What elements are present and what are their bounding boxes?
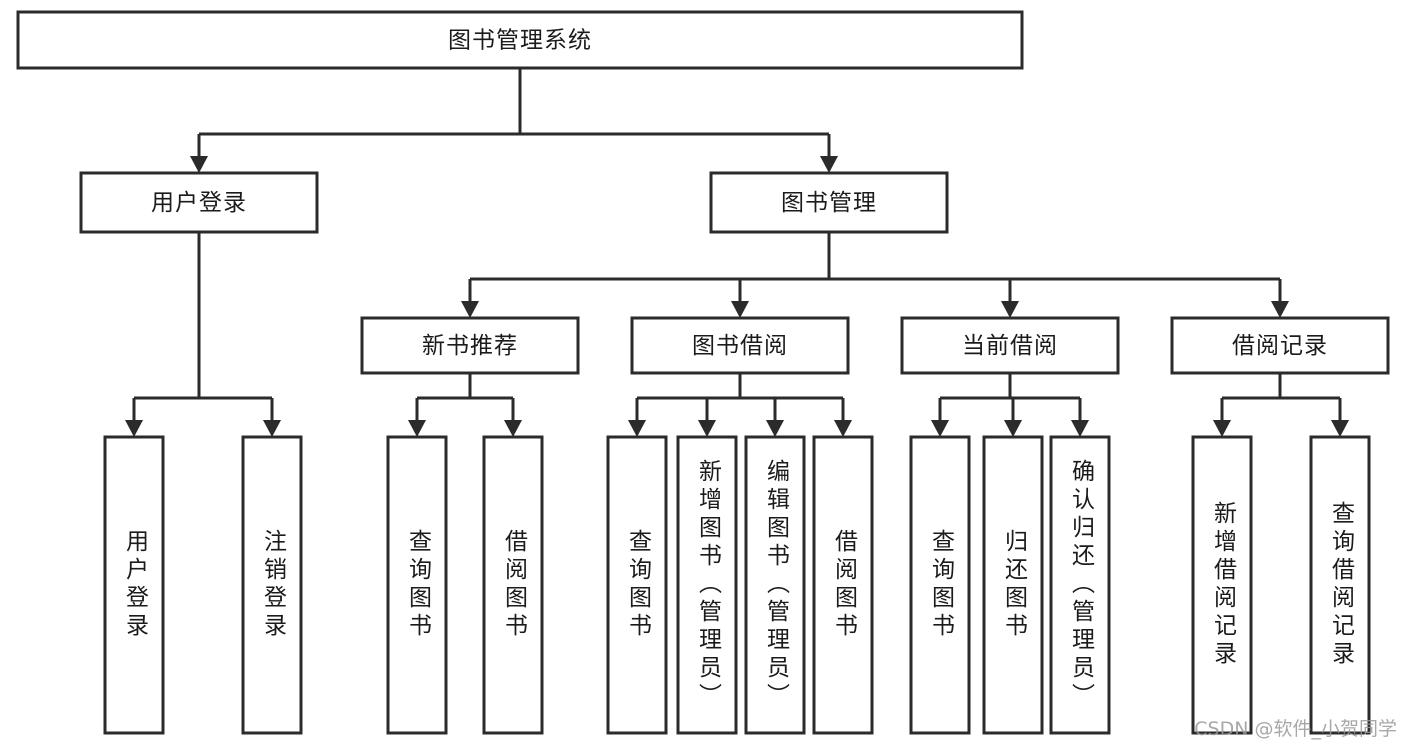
arrow-head [408, 420, 426, 437]
node-box-new-book-recommend[interactable] [360, 316, 580, 375]
node-label-book-management: 图书管理 [781, 190, 877, 216]
node-box-leaf-user-login[interactable] [103, 435, 165, 735]
arrow-head [1071, 420, 1089, 437]
arrow-head [766, 420, 784, 437]
node-box-leaf-confirm-return-admin[interactable] [1049, 435, 1111, 735]
arrow-head [504, 420, 522, 437]
node-box-root[interactable] [16, 10, 1024, 70]
arrow-head [1213, 420, 1231, 437]
node-box-user-login[interactable] [79, 171, 319, 234]
node-box-book-borrow[interactable] [630, 316, 850, 375]
node-box-leaf-query-borrow-record[interactable] [1309, 435, 1371, 735]
csdn-watermark: CSDN @软件_小贺同学 [1194, 718, 1397, 740]
node-box-leaf-add-book-admin[interactable] [676, 435, 738, 735]
node-box-leaf-borrow-book-2[interactable] [812, 435, 874, 735]
node-box-leaf-query-book-3[interactable] [909, 435, 971, 735]
arrow-head [263, 420, 281, 437]
arrow-head [731, 301, 749, 318]
boxes-layer [16, 10, 1390, 735]
node-box-book-management[interactable] [709, 171, 949, 234]
node-label-root: 图书管理系统 [448, 28, 592, 54]
node-label-new-book-recommend: 新书推荐 [422, 333, 518, 359]
node-box-leaf-add-borrow-record[interactable] [1191, 435, 1253, 735]
node-box-leaf-logout[interactable] [241, 435, 303, 735]
arrow-head [820, 156, 838, 173]
node-box-leaf-return-book[interactable] [982, 435, 1044, 735]
arrow-head [1004, 420, 1022, 437]
node-box-leaf-borrow-book-1[interactable] [482, 435, 544, 735]
node-box-leaf-query-book-2[interactable] [606, 435, 668, 735]
arrow-head [628, 420, 646, 437]
arrow-head [1331, 420, 1349, 437]
node-box-current-borrow[interactable] [900, 316, 1120, 375]
arrow-head [461, 301, 479, 318]
node-label-book-borrow: 图书借阅 [692, 333, 788, 359]
arrow-head [125, 420, 143, 437]
node-box-leaf-query-book-1[interactable] [386, 435, 448, 735]
arrow-head [1001, 301, 1019, 318]
arrow-head [834, 420, 852, 437]
arrow-head [190, 156, 208, 173]
arrow-head [931, 420, 949, 437]
node-label-borrow-record: 借阅记录 [1232, 333, 1328, 359]
arrow-head [1271, 301, 1289, 318]
arrow-head [698, 420, 716, 437]
edges-layer [125, 68, 1349, 437]
node-box-leaf-edit-book-admin[interactable] [744, 435, 806, 735]
node-label-current-borrow: 当前借阅 [962, 333, 1058, 359]
node-box-borrow-record[interactable] [1170, 316, 1390, 375]
node-label-user-login: 用户登录 [151, 190, 247, 216]
